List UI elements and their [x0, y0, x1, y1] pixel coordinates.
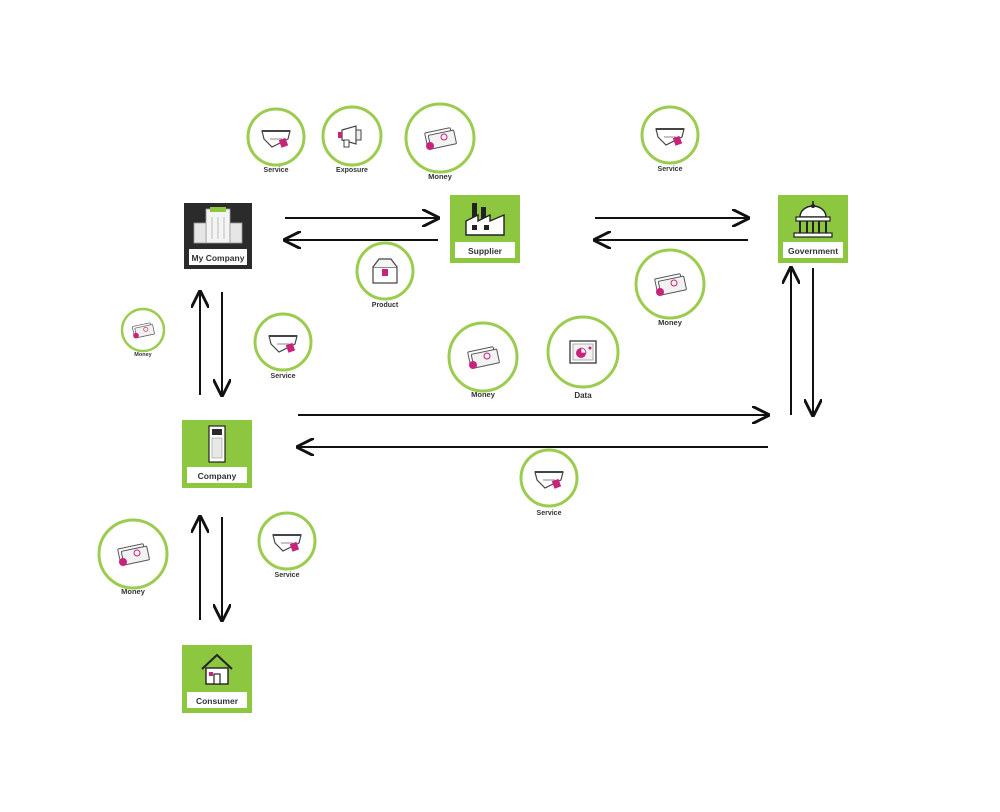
flow-label: Service	[271, 373, 296, 380]
flow-money-center[interactable]: Money	[447, 321, 519, 399]
chart-document-icon	[569, 340, 597, 364]
flow-money-top[interactable]: Money	[404, 102, 476, 181]
flow-label: Service	[275, 572, 300, 579]
house-icon	[201, 653, 233, 685]
entity-label: Company	[198, 471, 237, 481]
office-tower-icon	[208, 425, 226, 463]
flow-label: Service	[658, 166, 683, 173]
flow-label: Money	[658, 318, 683, 327]
flow-product[interactable]: Product	[355, 241, 415, 309]
flow-label: Money	[134, 352, 152, 358]
flow-label: Product	[372, 302, 399, 309]
entity-label: Government	[788, 246, 838, 256]
entity-company[interactable]: Company	[182, 420, 252, 488]
flow-service-top-left[interactable]: Service	[246, 107, 306, 174]
entity-government[interactable]: Government	[778, 195, 848, 263]
entity-label: Supplier	[468, 246, 503, 256]
flow-data[interactable]: Data	[546, 315, 620, 400]
flow-label: Exposure	[336, 167, 368, 174]
entity-supplier[interactable]: Supplier	[450, 195, 520, 263]
flow-label: Money	[121, 587, 146, 596]
flow-service-mycompany-company[interactable]: Service	[253, 312, 313, 380]
factory-icon	[465, 203, 505, 236]
arrows	[200, 218, 813, 620]
box-icon	[372, 258, 398, 284]
flow-service-company-consumer[interactable]: Service	[257, 511, 317, 579]
capitol-building-icon	[793, 201, 833, 238]
office-building-icon	[193, 207, 243, 244]
flow-service-government-company[interactable]: Service	[519, 448, 579, 517]
entity-my-company[interactable]: My Company	[184, 203, 252, 269]
flow-money-left-small[interactable]: Money	[120, 307, 166, 358]
flow-exposure[interactable]: Exposure	[321, 105, 383, 174]
flow-money-supplier-government[interactable]: Money	[634, 248, 706, 327]
flow-money-bottom-left[interactable]: Money	[97, 518, 169, 596]
entity-label: My Company	[192, 253, 245, 263]
flow-label: Service	[264, 167, 289, 174]
flow-label: Service	[537, 510, 562, 517]
entity-label: Consumer	[196, 696, 239, 706]
flow-label: Data	[574, 391, 592, 400]
entity-consumer[interactable]: Consumer	[182, 645, 252, 713]
flow-label: Money	[428, 172, 453, 181]
flow-service-top-right[interactable]: Service	[640, 105, 700, 173]
flow-label: Money	[471, 390, 496, 399]
